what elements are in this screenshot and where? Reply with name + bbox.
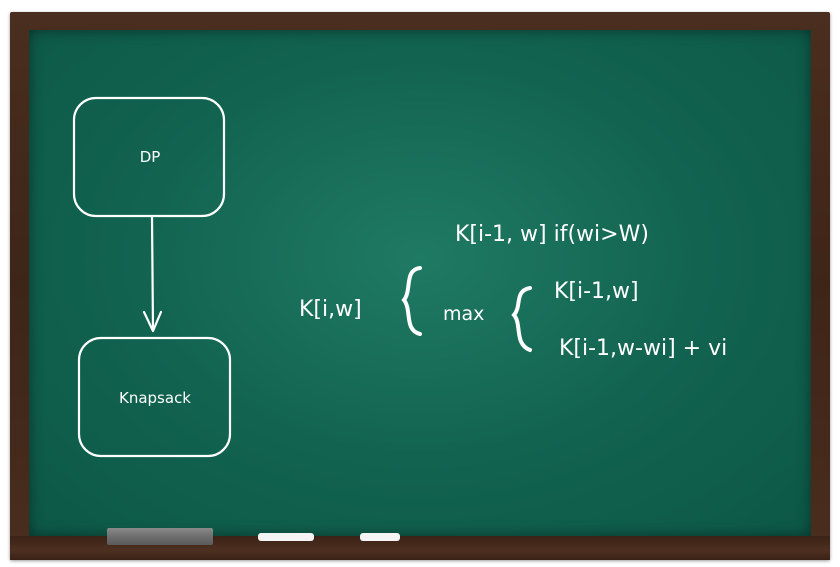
chalkboard-surface [29,30,811,536]
formula-max-option-2: K[i-1,w-wi] + vi [559,336,727,361]
chalk-stick-2 [360,533,400,541]
node-knapsack-label: Knapsack [119,389,191,407]
formula-max-option-1: K[i-1,w] [554,279,639,304]
formula-case-top: K[i-1, w] if(wi>W) [455,222,649,247]
recurrence-formula: K[i,w] K[i-1, w] if(wi>W) max K[i-1,w] K… [299,222,727,361]
node-knapsack-box [77,336,232,458]
edge-dp-knapsack [142,216,163,333]
node-knapsack: Knapsack [77,336,232,458]
left-brace-icon [401,266,422,336]
formula-max-label: max [443,303,484,325]
arrowhead-icon [142,310,163,333]
max-brace-icon [511,286,532,352]
chalk-stick-1 [258,533,314,541]
eraser [107,528,213,545]
edge-line [150,216,155,331]
node-dp: DP [72,96,226,218]
node-dp-box [72,96,226,218]
formula-lhs: K[i,w] [299,297,362,322]
node-dp-label: DP [140,148,161,166]
